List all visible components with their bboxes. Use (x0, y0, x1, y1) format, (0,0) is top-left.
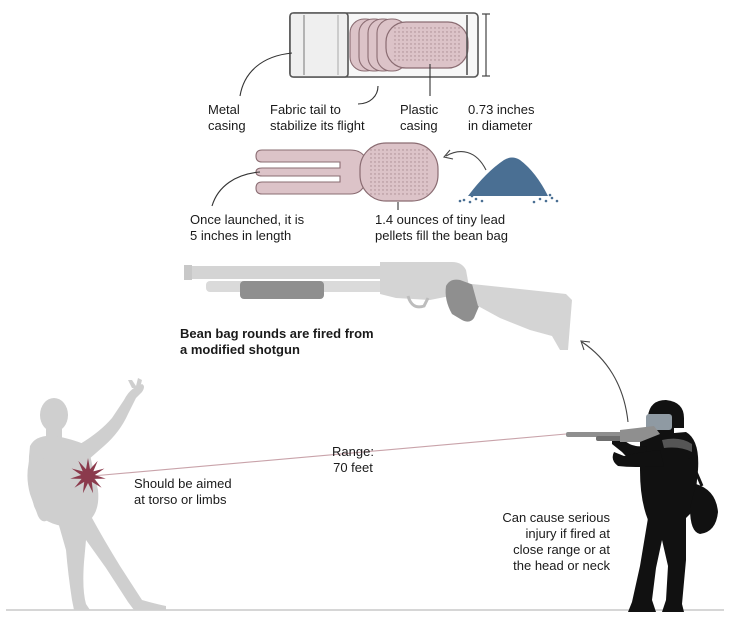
diameter-bracket (482, 13, 490, 77)
pellet-texture (394, 27, 460, 61)
impact-burst (70, 458, 106, 494)
pellet-texture (370, 149, 428, 195)
metal-casing (289, 12, 349, 78)
shooter-to-gun-arrow (580, 340, 629, 423)
officer-shotgun (566, 426, 660, 442)
bean-bag (359, 142, 439, 202)
metal-casing-label: Metal casing (208, 102, 246, 133)
officer-silhouette (566, 400, 718, 612)
modified-shotgun (184, 262, 572, 350)
bag-leader-lines (211, 171, 399, 210)
shotgun-shell (289, 12, 490, 78)
range-line (91, 433, 567, 477)
lead-pellet-pile (458, 157, 559, 204)
scattered-pellets (458, 193, 559, 204)
shotgun-barrel (186, 266, 440, 279)
shotgun-pump (240, 281, 324, 299)
fill-arrow (442, 149, 487, 171)
lead-pellets-label: 1.4 ounces of tiny lead pellets fill the… (375, 212, 508, 243)
shotgun-stock (472, 284, 572, 350)
plastic-casing-label: Plastic casing (400, 102, 439, 133)
fabric-tail-extended (255, 149, 365, 195)
aim-label: Should be aimed at torso or limbs (134, 476, 232, 507)
cartridge-leader-lines (239, 52, 431, 105)
target-silhouette (27, 378, 166, 610)
bean-bag-in-shell (385, 21, 469, 69)
fabric-tail-label: Fabric tail to stabilize its flight (270, 102, 365, 133)
shotgun-caption: Bean bag rounds are fired from a modifie… (180, 326, 374, 357)
launched-bean-bag (255, 142, 439, 202)
injury-label: Can cause serious injury if fired at clo… (502, 510, 610, 573)
range-label: Range: 70 feet (332, 444, 374, 475)
face-visor (646, 414, 672, 430)
diameter-label: 0.73 inches in diameter (468, 102, 535, 133)
launched-length-label: Once launched, it is 5 inches in length (190, 212, 305, 243)
